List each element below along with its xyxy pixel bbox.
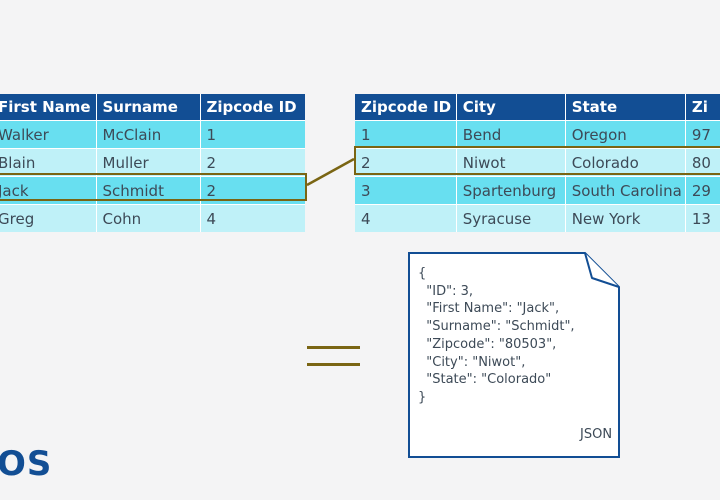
highlight-box-zipcode-row <box>354 146 720 175</box>
cell-city: Bend <box>456 120 566 149</box>
json-document-icon <box>408 252 620 458</box>
cell-state: Oregon <box>565 120 686 149</box>
cell-state: South Carolina <box>565 176 686 205</box>
cell-zipcode-id: 4 <box>200 204 305 232</box>
cell-first-name: Greg <box>0 204 97 232</box>
cell-zipcode-id: 3 <box>355 176 457 205</box>
cell-zip: 29 <box>685 176 720 205</box>
column-header-city: City <box>456 94 566 121</box>
json-document-label: JSON <box>580 427 613 442</box>
cell-zip: 80 <box>685 148 720 177</box>
cell-state: Colorado <box>565 148 686 177</box>
cell-surname: McClain <box>96 120 201 149</box>
cell-zipcode-id: 1 <box>355 120 457 149</box>
cell-city: Niwot <box>456 148 566 177</box>
cell-zipcode-id: 1 <box>200 120 305 149</box>
cell-surname: Cohn <box>96 204 201 232</box>
cell-city: Syracuse <box>456 204 566 232</box>
people-table: First Name Surname Zipcode ID Walker McC… <box>0 94 305 232</box>
table-row: Greg Cohn 4 <box>0 204 305 232</box>
brand-logo: OS <box>0 444 53 484</box>
json-line: } <box>418 389 427 405</box>
table-row: 3 Spartenburg South Carolina 29 <box>355 176 720 205</box>
column-header-surname: Surname <box>96 94 201 121</box>
cell-first-name: Walker <box>0 120 97 149</box>
cell-zipcode-id: 2 <box>200 148 305 177</box>
cell-zip: 13 <box>685 204 720 232</box>
json-line: "Zipcode": "80503", <box>418 336 557 352</box>
cell-state: New York <box>565 204 686 232</box>
equals-sign-bottom-bar <box>307 363 360 366</box>
table-row: Blain Muller 2 <box>0 148 305 177</box>
column-header-first-name: First Name <box>0 94 97 121</box>
cell-city: Spartenburg <box>456 176 566 205</box>
json-line: "City": "Niwot", <box>418 354 526 370</box>
cell-surname: Muller <box>96 148 201 177</box>
column-header-zipcode-id: Zipcode ID <box>355 94 457 121</box>
zipcode-table-header-row: Zipcode ID City State Zi <box>355 94 720 121</box>
json-line: "ID": 3, <box>418 283 473 299</box>
highlight-box-person-row <box>0 173 307 201</box>
column-header-state: State <box>565 94 686 121</box>
json-document-text: { "ID": 3, "First Name": "Jack", "Surnam… <box>418 265 575 407</box>
json-line: "Surname": "Schmidt", <box>418 319 575 335</box>
column-header-zipcode-id: Zipcode ID <box>200 94 305 121</box>
json-line: "State": "Colorado" <box>418 372 552 388</box>
column-header-zip-truncated: Zi <box>685 94 720 121</box>
cell-first-name: Blain <box>0 148 97 177</box>
table-row-highlighted: 2 Niwot Colorado 80 <box>355 148 720 177</box>
json-line: { <box>418 266 427 281</box>
cell-zipcode-id: 2 <box>355 148 457 177</box>
table-row: Walker McClain 1 <box>0 120 305 149</box>
cell-zip: 97 <box>685 120 720 149</box>
join-connector-line <box>306 157 355 187</box>
cell-zipcode-id: 4 <box>355 204 457 232</box>
equals-sign-top-bar <box>307 346 360 349</box>
table-row: 1 Bend Oregon 97 <box>355 120 720 149</box>
json-line: "First Name": "Jack", <box>418 301 560 317</box>
zipcode-table: Zipcode ID City State Zi 1 Bend Oregon 9… <box>355 94 720 232</box>
people-table-header-row: First Name Surname Zipcode ID <box>0 94 305 121</box>
table-row: 4 Syracuse New York 13 <box>355 204 720 232</box>
